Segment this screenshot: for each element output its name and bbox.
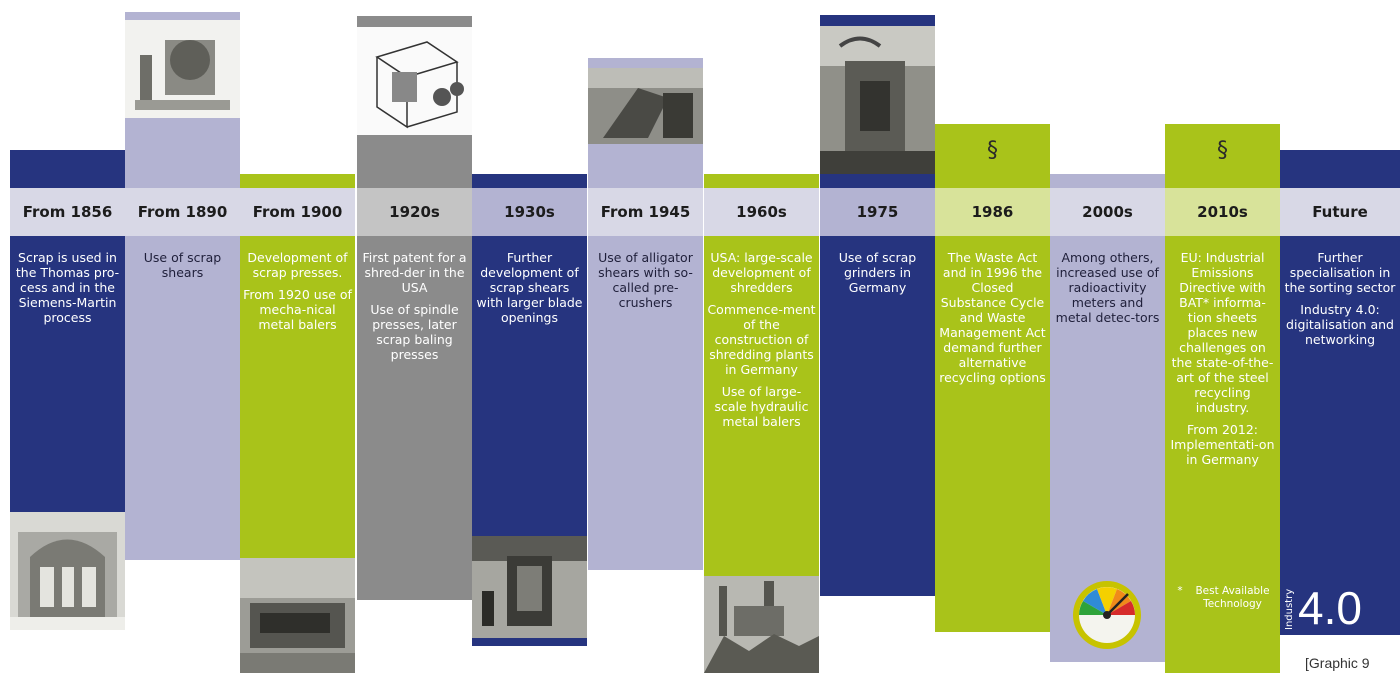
year-label: 1930s	[472, 188, 587, 236]
year-label: Future	[1280, 188, 1400, 236]
footnote-text: Best Available Technology	[1195, 585, 1270, 610]
shredder-patent-drawing	[357, 27, 472, 135]
event-paragraph: EU: Industrial Emissions Directive with …	[1171, 250, 1274, 415]
event-paragraph: Use of alligator shears with so-called p…	[598, 250, 693, 310]
law-section-icon: §	[1217, 137, 1228, 163]
event-paragraph: Development of scrap presses.	[247, 250, 348, 280]
timeline-column-1920s: 1920s First patent for a shred-der in th…	[357, 0, 472, 673]
year-label: 1960s	[704, 188, 819, 236]
column-bar	[240, 174, 355, 560]
timeline-column-1986: § 1986 The Waste Act and in 1996 the Clo…	[935, 0, 1050, 673]
event-paragraph: Further specialisation in the sorting se…	[1284, 250, 1396, 295]
year-label: 2000s	[1050, 188, 1165, 236]
year-label: From 1900	[240, 188, 355, 236]
event-text: USA: large-scale development of shredder…	[707, 250, 816, 436]
footnote: * Best Available Technology	[1171, 585, 1276, 611]
event-text: Use of scrap grinders in Germany	[823, 250, 932, 302]
timeline-column-1930s: 1930s Further development of scrap shear…	[472, 0, 587, 673]
timeline-column-future: Future Further specialisation in the sor…	[1280, 0, 1400, 673]
year-label: 1975	[820, 188, 935, 236]
shredding-plant-photo	[704, 576, 819, 673]
event-paragraph: From 1920 use of mecha-nical metal baler…	[243, 287, 352, 332]
year-label: 2010s	[1165, 188, 1280, 236]
event-paragraph: The Waste Act and in 1996 the Closed Sub…	[939, 250, 1046, 385]
alligator-shears-photo	[588, 68, 703, 144]
timeline-column-2010s: § 2010s EU: Industrial Emissions Directi…	[1165, 0, 1280, 673]
event-paragraph: Use of large-scale hydraulic metal baler…	[714, 384, 809, 429]
timeline-column-1900: From 1900 Development of scrap presses. …	[240, 0, 355, 673]
event-paragraph: From 2012: Implementati-on in Germany	[1170, 422, 1275, 467]
metal-baler-photo	[240, 558, 355, 673]
event-text: EU: Industrial Emissions Directive with …	[1168, 250, 1277, 474]
timeline-column-1890: From 1890 Use of scrap shears	[125, 0, 240, 673]
event-text: First patent for a shred-der in the USA …	[360, 250, 469, 369]
timeline-column-1960s: 1960s USA: large-scale development of sh…	[704, 0, 819, 673]
timeline-column-1975: 1975 Use of scrap grinders in Germany	[820, 0, 935, 673]
scrap-shears-1930s-photo	[472, 536, 587, 638]
footnote-marker: *	[1177, 585, 1183, 597]
graphic-caption: [Graphic 9	[1305, 655, 1370, 671]
event-paragraph: Industry 4.0: digitalisation and network…	[1286, 302, 1394, 347]
event-text: Development of scrap presses. From 1920 …	[243, 250, 352, 339]
event-paragraph: Commence-ment of the construction of shr…	[707, 302, 816, 377]
event-paragraph: Among others, increased use of radioacti…	[1055, 250, 1160, 325]
industry-label: Industry	[1284, 588, 1295, 630]
event-paragraph: Use of scrap grinders in Germany	[838, 250, 917, 295]
timeline-column-1856: From 1856 Scrap is used in the Thomas pr…	[10, 0, 125, 673]
event-paragraph: Use of scrap shears	[143, 250, 222, 280]
event-paragraph: First patent for a shred-der in the USA	[362, 250, 467, 295]
year-label: 1920s	[357, 188, 472, 236]
scrap-shears-photo	[125, 20, 240, 118]
event-text: Further development of scrap shears with…	[475, 250, 584, 332]
radioactivity-meter-icon	[1050, 570, 1165, 660]
event-text: Further specialisation in the sorting se…	[1283, 250, 1397, 354]
event-paragraph: USA: large-scale development of shredder…	[710, 250, 813, 295]
event-text: Scrap is used in the Thomas pro-cess and…	[13, 250, 122, 332]
timeline-column-1945: From 1945 Use of alligator shears with s…	[588, 0, 703, 673]
year-label: 1986	[935, 188, 1050, 236]
event-text: Among others, increased use of radioacti…	[1053, 250, 1162, 332]
event-paragraph: Use of spindle presses, later scrap bali…	[370, 302, 459, 362]
scrap-grinder-photo	[820, 26, 935, 174]
industry-4-0-logo: 4.0	[1298, 582, 1362, 634]
steel-furnace-photo	[10, 512, 125, 630]
year-label: From 1856	[10, 188, 125, 236]
event-text: The Waste Act and in 1996 the Closed Sub…	[938, 250, 1047, 392]
event-paragraph: Scrap is used in the Thomas pro-cess and…	[15, 250, 120, 325]
event-text: Use of scrap shears	[128, 250, 237, 287]
year-label: From 1945	[588, 188, 703, 236]
event-paragraph: Further development of scrap shears with…	[476, 250, 583, 325]
law-section-icon: §	[987, 137, 998, 163]
event-text: Use of alligator shears with so-called p…	[591, 250, 700, 317]
year-label: From 1890	[125, 188, 240, 236]
